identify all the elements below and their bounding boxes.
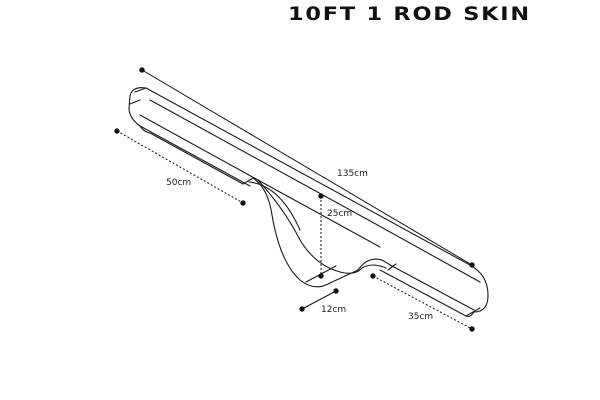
label-rear-section: 35cm <box>408 312 433 322</box>
rear-bump <box>357 258 393 271</box>
rear-end-seam <box>465 307 481 317</box>
dim-dot <box>318 273 324 279</box>
bar-upper-side <box>139 125 251 187</box>
label-total-length: 135cm <box>337 169 368 179</box>
rear-seam <box>387 263 397 271</box>
dim-dot <box>333 288 339 294</box>
label-dip-width: 12cm <box>321 305 346 315</box>
rear-bottom-line <box>391 265 475 311</box>
bar-top-inner-line <box>149 99 481 283</box>
dim-dot <box>469 262 475 268</box>
dim-dot <box>114 128 120 134</box>
bar-top-edge <box>145 87 489 313</box>
dim-line-total <box>141 69 473 266</box>
dip-mid-line <box>248 181 301 231</box>
dim-dot <box>370 273 376 279</box>
dim-dot <box>139 67 145 73</box>
dim-dot <box>469 326 475 332</box>
bar-lower-side <box>139 125 244 185</box>
bar-front-cap <box>128 87 147 127</box>
dim-dot <box>299 306 305 312</box>
dim-line-rear <box>372 275 473 330</box>
dip-inner-curve <box>257 179 363 274</box>
dim-dot <box>240 200 246 206</box>
label-dip-depth: 25cm <box>327 209 352 219</box>
product-title: 10FT 1 ROD SKIN <box>288 3 531 25</box>
dim-line-width <box>301 290 337 310</box>
bar-cap-inner <box>129 87 147 105</box>
label-front-section: 50cm <box>166 178 191 188</box>
front-seam <box>242 177 254 185</box>
rear-lower-side <box>379 269 475 318</box>
dim-line-front <box>116 130 244 204</box>
dip-outer-curve <box>252 177 359 288</box>
dim-dot <box>318 193 324 199</box>
